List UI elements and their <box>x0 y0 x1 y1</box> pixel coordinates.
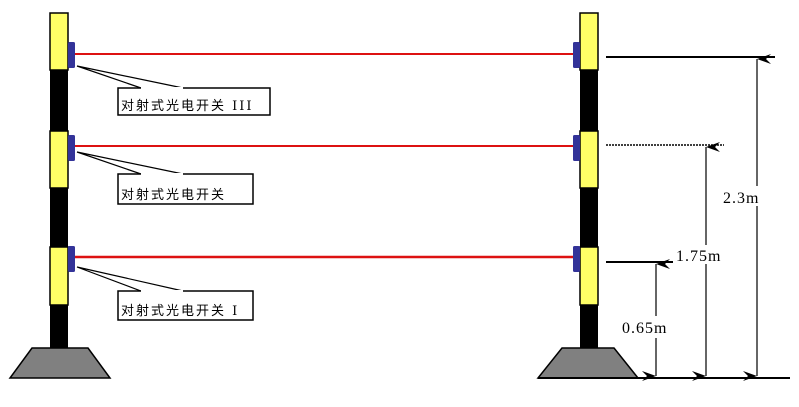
dimension-bottom-label: 0.65m <box>622 320 667 337</box>
dimension-top-label: 2.3m <box>723 190 759 207</box>
callout-top-label: 对射式光电开关 III <box>121 98 254 114</box>
dimension-middle-label: 1.75m <box>676 248 721 265</box>
emitter-top <box>68 42 75 68</box>
dimension-bottom: 0.65m <box>622 259 670 381</box>
right-post-base <box>536 347 640 379</box>
callout-bottom: 对射式光电开关 I <box>76 266 254 321</box>
left-post <box>49 12 69 348</box>
receiver-middle <box>573 135 580 161</box>
callout-top: 对射式光电开关 III <box>76 65 271 116</box>
emitter-bottom <box>68 246 75 272</box>
emitter-middle <box>68 135 75 161</box>
callout-middle: 对射式光电开关 <box>76 151 254 205</box>
receiver-bottom <box>573 246 580 272</box>
right-post <box>579 12 599 348</box>
dimension-top: 2.3m <box>723 54 771 381</box>
receiver-top <box>573 42 580 68</box>
callout-bottom-label: 对射式光电开关 I <box>121 303 239 319</box>
callout-middle-label: 对射式光电开关 <box>121 187 226 203</box>
left-post-base <box>8 347 112 379</box>
dimension-middle: 1.75m <box>676 142 721 381</box>
